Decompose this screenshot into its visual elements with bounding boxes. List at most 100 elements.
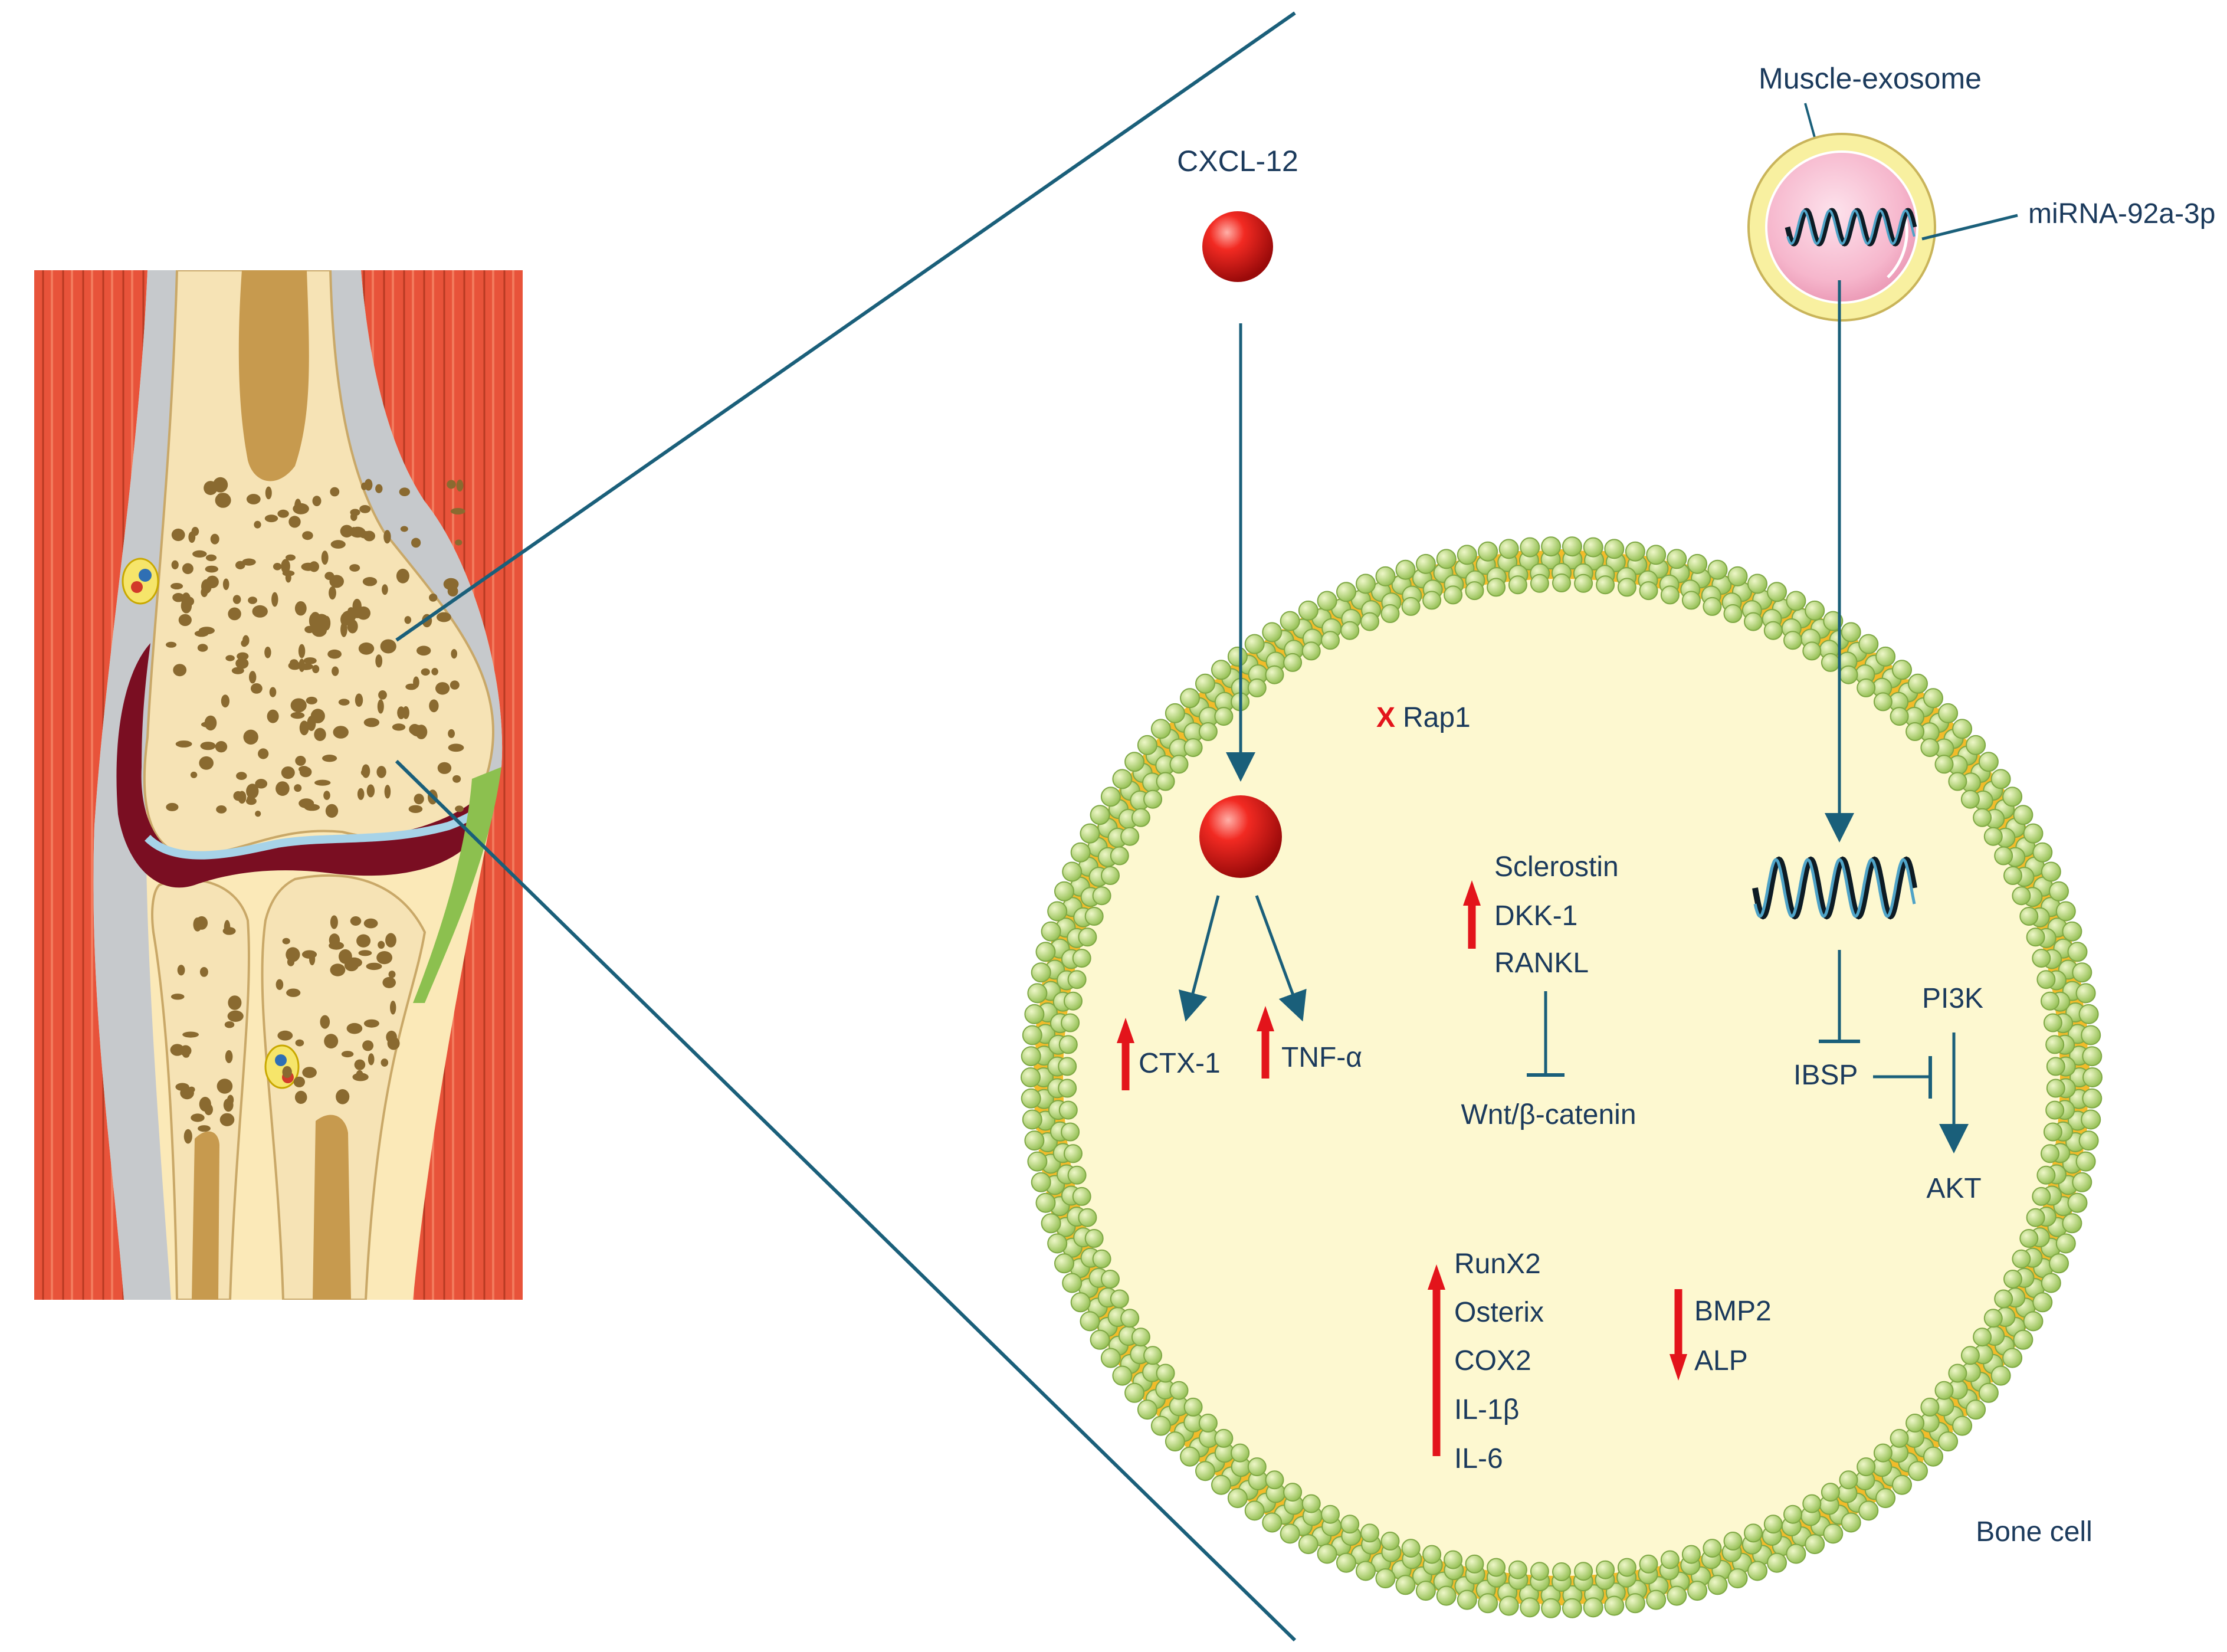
bone-pore — [294, 1090, 307, 1104]
phospholipid-head — [1966, 735, 1986, 755]
arrow-to-tnfa — [1255, 895, 1307, 1022]
phospholipid-head — [1938, 703, 1959, 723]
phospholipid-head — [1667, 549, 1687, 569]
rap1-inhibited-mark: X — [1376, 702, 1395, 733]
bone-pore — [225, 655, 235, 661]
bone-pore — [411, 537, 421, 548]
phospholipid-head — [1112, 1365, 1133, 1386]
bone-pore — [452, 775, 461, 783]
bone-pore — [456, 479, 464, 492]
phospholipid-head — [1375, 566, 1396, 586]
bone-pore — [267, 709, 279, 723]
bone-pore — [216, 805, 227, 814]
bone-pore — [282, 570, 295, 576]
phospholipid-head — [1923, 1446, 1943, 1467]
phospholipid-head — [1156, 1363, 1175, 1383]
bone-pore — [310, 612, 321, 627]
phospholipid-head — [2041, 1273, 2061, 1293]
phospholipid-head — [1231, 1443, 1250, 1463]
bone-pore — [254, 520, 261, 529]
phospholipid-head — [1024, 1130, 1045, 1151]
bone-pore — [437, 762, 452, 774]
bone-pore — [363, 918, 378, 929]
phospholipid-head — [2002, 786, 2023, 807]
bone-pore — [382, 584, 388, 595]
phospholipid-head — [1744, 612, 1763, 631]
phospholipid-head — [1070, 1292, 1091, 1313]
bone-pore — [171, 528, 185, 542]
phospholipid-head — [1908, 673, 1928, 694]
phospholipid-head — [1823, 611, 1844, 631]
bone-pore — [312, 665, 320, 673]
bone-pore — [356, 1070, 363, 1079]
phospholipid-head — [1952, 1415, 1973, 1436]
bone-pore — [366, 784, 375, 798]
phospholipid-head — [1583, 537, 1603, 558]
bone-pore — [402, 706, 409, 719]
phospholipid-head — [1973, 1328, 1992, 1347]
phospholipid-head — [1821, 653, 1840, 672]
phospholipid-head — [1873, 1443, 1893, 1463]
bone-pore — [322, 755, 337, 762]
bone-pore — [450, 508, 465, 514]
bone-pore — [307, 716, 316, 731]
phospholipid-head — [1214, 707, 1234, 726]
bone-pore — [182, 1031, 199, 1038]
bone-pore — [330, 487, 340, 497]
phospholipid-head — [1465, 1554, 1484, 1574]
phospholipid-head — [1262, 1512, 1283, 1533]
upregulated-arrow — [1428, 1264, 1445, 1456]
bone-pore — [301, 950, 317, 959]
bone-pore — [293, 1076, 305, 1087]
bone-pore — [205, 565, 218, 573]
bone-pore — [175, 1083, 189, 1091]
phospholipid-head — [1723, 1532, 1743, 1551]
bone-pore — [314, 779, 331, 786]
bone-pore — [448, 743, 464, 752]
phospholipid-head — [1156, 772, 1175, 791]
phospholipid-head — [1763, 1515, 1783, 1534]
bone-pore — [182, 1051, 190, 1058]
phospholipid-head — [1021, 1067, 1041, 1087]
phospholipid-head — [2078, 1130, 2099, 1151]
phospholipid-head — [2026, 1208, 2045, 1227]
bone-pore — [380, 639, 396, 654]
ctx1-label: CTX-1 — [1139, 1048, 1221, 1079]
bone-pore — [387, 1037, 400, 1050]
bone-pore — [329, 586, 336, 600]
phospholipid-head — [2075, 983, 2096, 1004]
bone-pore — [290, 659, 299, 667]
bone-pore — [219, 1113, 235, 1126]
bone-pore — [350, 611, 366, 618]
upregulated-genes: RunX2 Osterix COX2 IL-1β IL-6 — [1428, 1248, 1544, 1474]
phospholipid-head — [2045, 1035, 2065, 1054]
bone-pore — [282, 1066, 292, 1079]
phospholipid-head — [1457, 1589, 1477, 1610]
bone-pore — [236, 772, 247, 780]
phospholipid-head — [2072, 1172, 2092, 1192]
phospholipid-head — [2032, 1292, 2053, 1313]
bone-pore — [175, 740, 192, 748]
phospholipid-head — [1283, 1483, 1303, 1502]
phospholipid-head — [1681, 1545, 1701, 1564]
bone-pore — [392, 723, 406, 731]
phospholipid-head — [1137, 1399, 1157, 1420]
phospholipid-head — [1841, 622, 1861, 643]
bone-pore — [336, 1089, 350, 1104]
bone-pore — [356, 934, 371, 948]
bone-pore — [451, 649, 457, 659]
cox2-label: COX2 — [1454, 1345, 1531, 1376]
bone-pore — [455, 539, 463, 546]
bone-pore — [330, 963, 346, 976]
phospholipid-head — [1100, 786, 1121, 807]
phospholipid-head — [1857, 678, 1876, 697]
bone-pore — [182, 563, 193, 575]
pi3k-label: PI3K — [1922, 983, 1983, 1014]
phospholipid-head — [1478, 541, 1498, 562]
bone-pore — [358, 642, 375, 655]
phospholipid-head — [1707, 559, 1728, 580]
exosome-mirna-helix-strand — [1786, 209, 1916, 245]
zoom-line-top — [395, 11, 1296, 642]
phospholipid-head — [1858, 1500, 1879, 1521]
phospholipid-head — [1839, 665, 1858, 684]
